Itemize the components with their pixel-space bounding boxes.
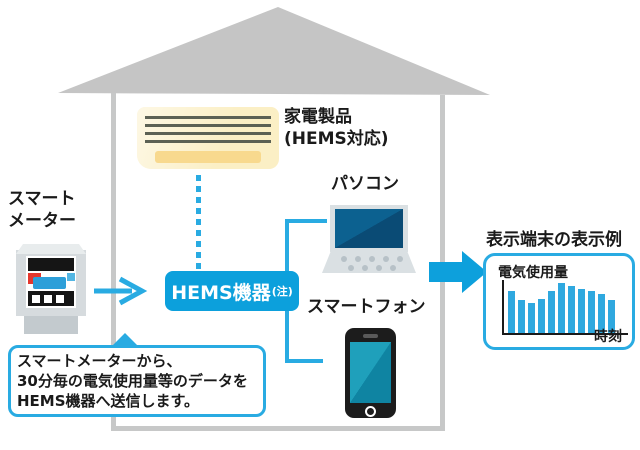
phone-screen bbox=[350, 342, 391, 403]
bar bbox=[528, 303, 535, 333]
panel-title: 表示端末の表示例 bbox=[486, 230, 622, 250]
bar bbox=[518, 300, 525, 333]
bar bbox=[548, 291, 555, 333]
ac-bottom-strip bbox=[155, 151, 261, 163]
bar bbox=[608, 300, 615, 333]
bar bbox=[558, 283, 565, 333]
connector-to-smartphone bbox=[285, 359, 323, 363]
smartphone-label: スマートフォン bbox=[307, 297, 426, 317]
bar bbox=[568, 286, 575, 333]
meter-digit bbox=[44, 295, 52, 303]
meter-blue-display bbox=[33, 277, 66, 289]
laptop-screen bbox=[335, 209, 403, 248]
bar bbox=[588, 291, 595, 333]
pc-label: パソコン bbox=[331, 174, 399, 194]
bar bbox=[538, 299, 545, 333]
laptop-frame bbox=[330, 205, 408, 252]
house-wall-bottom bbox=[111, 426, 445, 431]
laptop-icon bbox=[322, 205, 416, 273]
phone-home-button bbox=[365, 406, 376, 417]
smart-meter-label: スマート メーター bbox=[8, 189, 76, 231]
connector-dotted-ac-hems bbox=[196, 175, 201, 271]
bar bbox=[578, 289, 585, 333]
smartphone-icon bbox=[345, 328, 396, 418]
arrow-to-display-icon bbox=[429, 251, 487, 293]
smart-meter-icon bbox=[16, 244, 86, 338]
appliance-label: 家電製品 (HEMS対応) bbox=[284, 107, 389, 149]
connector-to-pc bbox=[285, 219, 327, 223]
smart-meter-face bbox=[26, 256, 76, 308]
smart-meter-base bbox=[24, 316, 78, 334]
bubble-pointer-icon bbox=[111, 333, 139, 347]
hems-device-box: HEMS機器(注) bbox=[165, 271, 299, 311]
house-roof-icon bbox=[58, 7, 490, 95]
chart-ylabel: 電気使用量 bbox=[498, 265, 568, 281]
arrow-meter-to-hems-icon bbox=[94, 276, 148, 306]
callout-bubble: スマートメーターから、 30分毎の電気使用量等のデータを HEMS機器へ送信しま… bbox=[8, 345, 266, 417]
bar bbox=[598, 294, 605, 333]
usage-bar-chart bbox=[502, 280, 628, 335]
smart-meter-bevel bbox=[16, 244, 86, 254]
meter-digit bbox=[32, 295, 40, 303]
meter-display-top bbox=[28, 258, 74, 271]
house-wall-left bbox=[111, 93, 116, 431]
hems-device-label: HEMS機器 bbox=[171, 281, 271, 304]
ac-vent-lines bbox=[145, 116, 271, 143]
meter-blue-button bbox=[67, 273, 75, 281]
meter-digit bbox=[56, 295, 64, 303]
hems-device-note: (注) bbox=[271, 285, 293, 298]
air-conditioner-icon bbox=[137, 107, 279, 169]
display-example-panel: 電気使用量 時刻 bbox=[483, 253, 635, 350]
laptop-base bbox=[322, 252, 416, 273]
bar bbox=[508, 291, 515, 333]
meter-display-bottom bbox=[28, 291, 74, 306]
phone-speaker bbox=[363, 334, 378, 338]
chart-xlabel: 時刻 bbox=[594, 329, 622, 345]
